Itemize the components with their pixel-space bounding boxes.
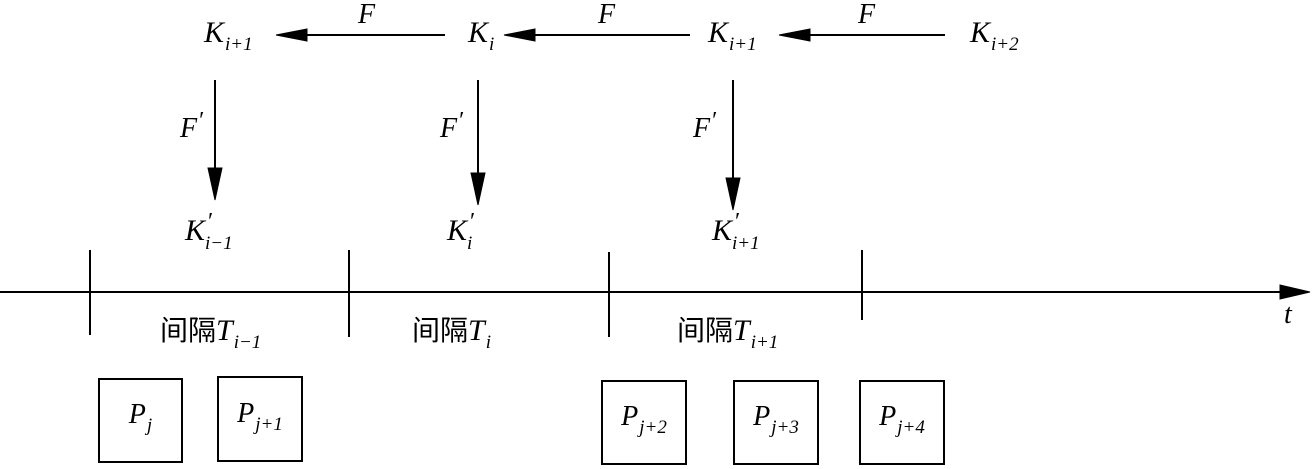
fprime-base: F [440,113,458,144]
derived-key-prime: ′ [470,209,476,235]
fprime-arrow-2-head [470,172,486,206]
time-axis-label: t [1284,299,1292,330]
interval-base: T [216,314,233,347]
interval-label-3: 间隔Ti+1 [677,314,779,354]
packet-base: P [879,401,897,432]
fprime-prime: ′ [199,108,205,134]
packet-base: P [621,401,639,432]
derived-key-scripts: ′i [467,209,475,254]
derived-key-base: K [185,214,206,247]
interval-base: T [733,314,750,347]
key-node-2: Ki [468,16,495,56]
packet-label: Pj+2 [621,401,667,439]
f-arrow-1-label: F [358,0,376,30]
fprime-prime: ′ [459,108,465,134]
key-node-4: Ki+2 [970,16,1019,56]
packet-subscript: j+1 [255,413,283,435]
key-subscript: i+1 [225,34,253,55]
interval-prefix: 间隔 [677,314,734,347]
derived-key-2: K′i [447,209,475,254]
f-arrow-2-head [503,28,536,42]
packet-subscript: j+2 [639,417,667,438]
packet-label: Pj [128,399,153,437]
key-base: K [204,16,225,49]
interval-prefix: 间隔 [160,314,217,347]
fprime-base: F [693,113,711,144]
packet-label: Pj+1 [237,397,283,435]
interval-prefix: 间隔 [412,314,469,347]
packet-base: P [128,399,146,430]
packet-label: Pj+3 [753,401,799,439]
interval-subscript: i+1 [750,332,779,353]
interval-label-1: 间隔Ti−1 [160,314,262,354]
f-arrow-3-label: F [858,0,876,30]
packet-box-4: Pj+3 [733,380,819,465]
packet-base: P [237,397,255,429]
fprime-arrow-2-label: F′ [440,108,464,145]
derived-key-subscript: i+1 [732,233,760,254]
packet-base: P [753,401,771,432]
key-node-3: Ki+1 [708,16,757,56]
derived-key-subscript: i−1 [205,233,233,254]
key-base: K [708,16,729,49]
packet-box-1: Pj [98,378,183,463]
fprime-arrow-3-label: F′ [693,108,717,145]
key-subscript: i [489,34,495,55]
packet-box-3: Pj+2 [601,380,687,465]
derived-key-scripts: ′i+1 [732,209,760,254]
derived-key-prime: ′ [735,209,741,235]
derived-key-prime: ′ [208,209,214,235]
packet-box-5: Pj+4 [859,380,945,465]
fprime-arrow-3-head [725,177,741,211]
derived-key-1: K′i−1 [185,209,233,254]
fprime-arrow-1-head [207,167,223,201]
f-arrow-3-head [778,28,811,42]
key-base: K [468,16,489,49]
f-arrow-2-label: F [598,0,616,30]
time-axis-arrowhead [1279,284,1311,300]
interval-subscript: i−1 [233,332,262,353]
packet-subscript: j+3 [771,417,799,438]
key-base: K [970,16,991,49]
derived-key-3: K′i+1 [712,209,760,254]
fprime-prime: ′ [712,108,718,134]
fprime-base: F [180,113,198,144]
packet-subscript: j [146,415,153,436]
derived-key-base: K [712,214,733,247]
f-arrow-1-head [275,28,308,42]
key-node-1: Ki+1 [204,16,253,56]
key-subscript: i+2 [991,34,1019,55]
packet-subscript: j+4 [897,417,925,438]
interval-base: T [468,314,485,347]
interval-subscript: i [485,332,491,353]
interval-label-2: 间隔Ti [412,314,491,354]
derived-key-base: K [447,214,468,247]
packet-box-2: Pj+1 [217,376,303,462]
fprime-arrow-1-label: F′ [180,108,204,145]
key-subscript: i+1 [729,34,757,55]
derived-key-subscript: i [467,233,473,254]
packet-label: Pj+4 [879,401,925,439]
derived-key-scripts: ′i−1 [205,209,233,254]
